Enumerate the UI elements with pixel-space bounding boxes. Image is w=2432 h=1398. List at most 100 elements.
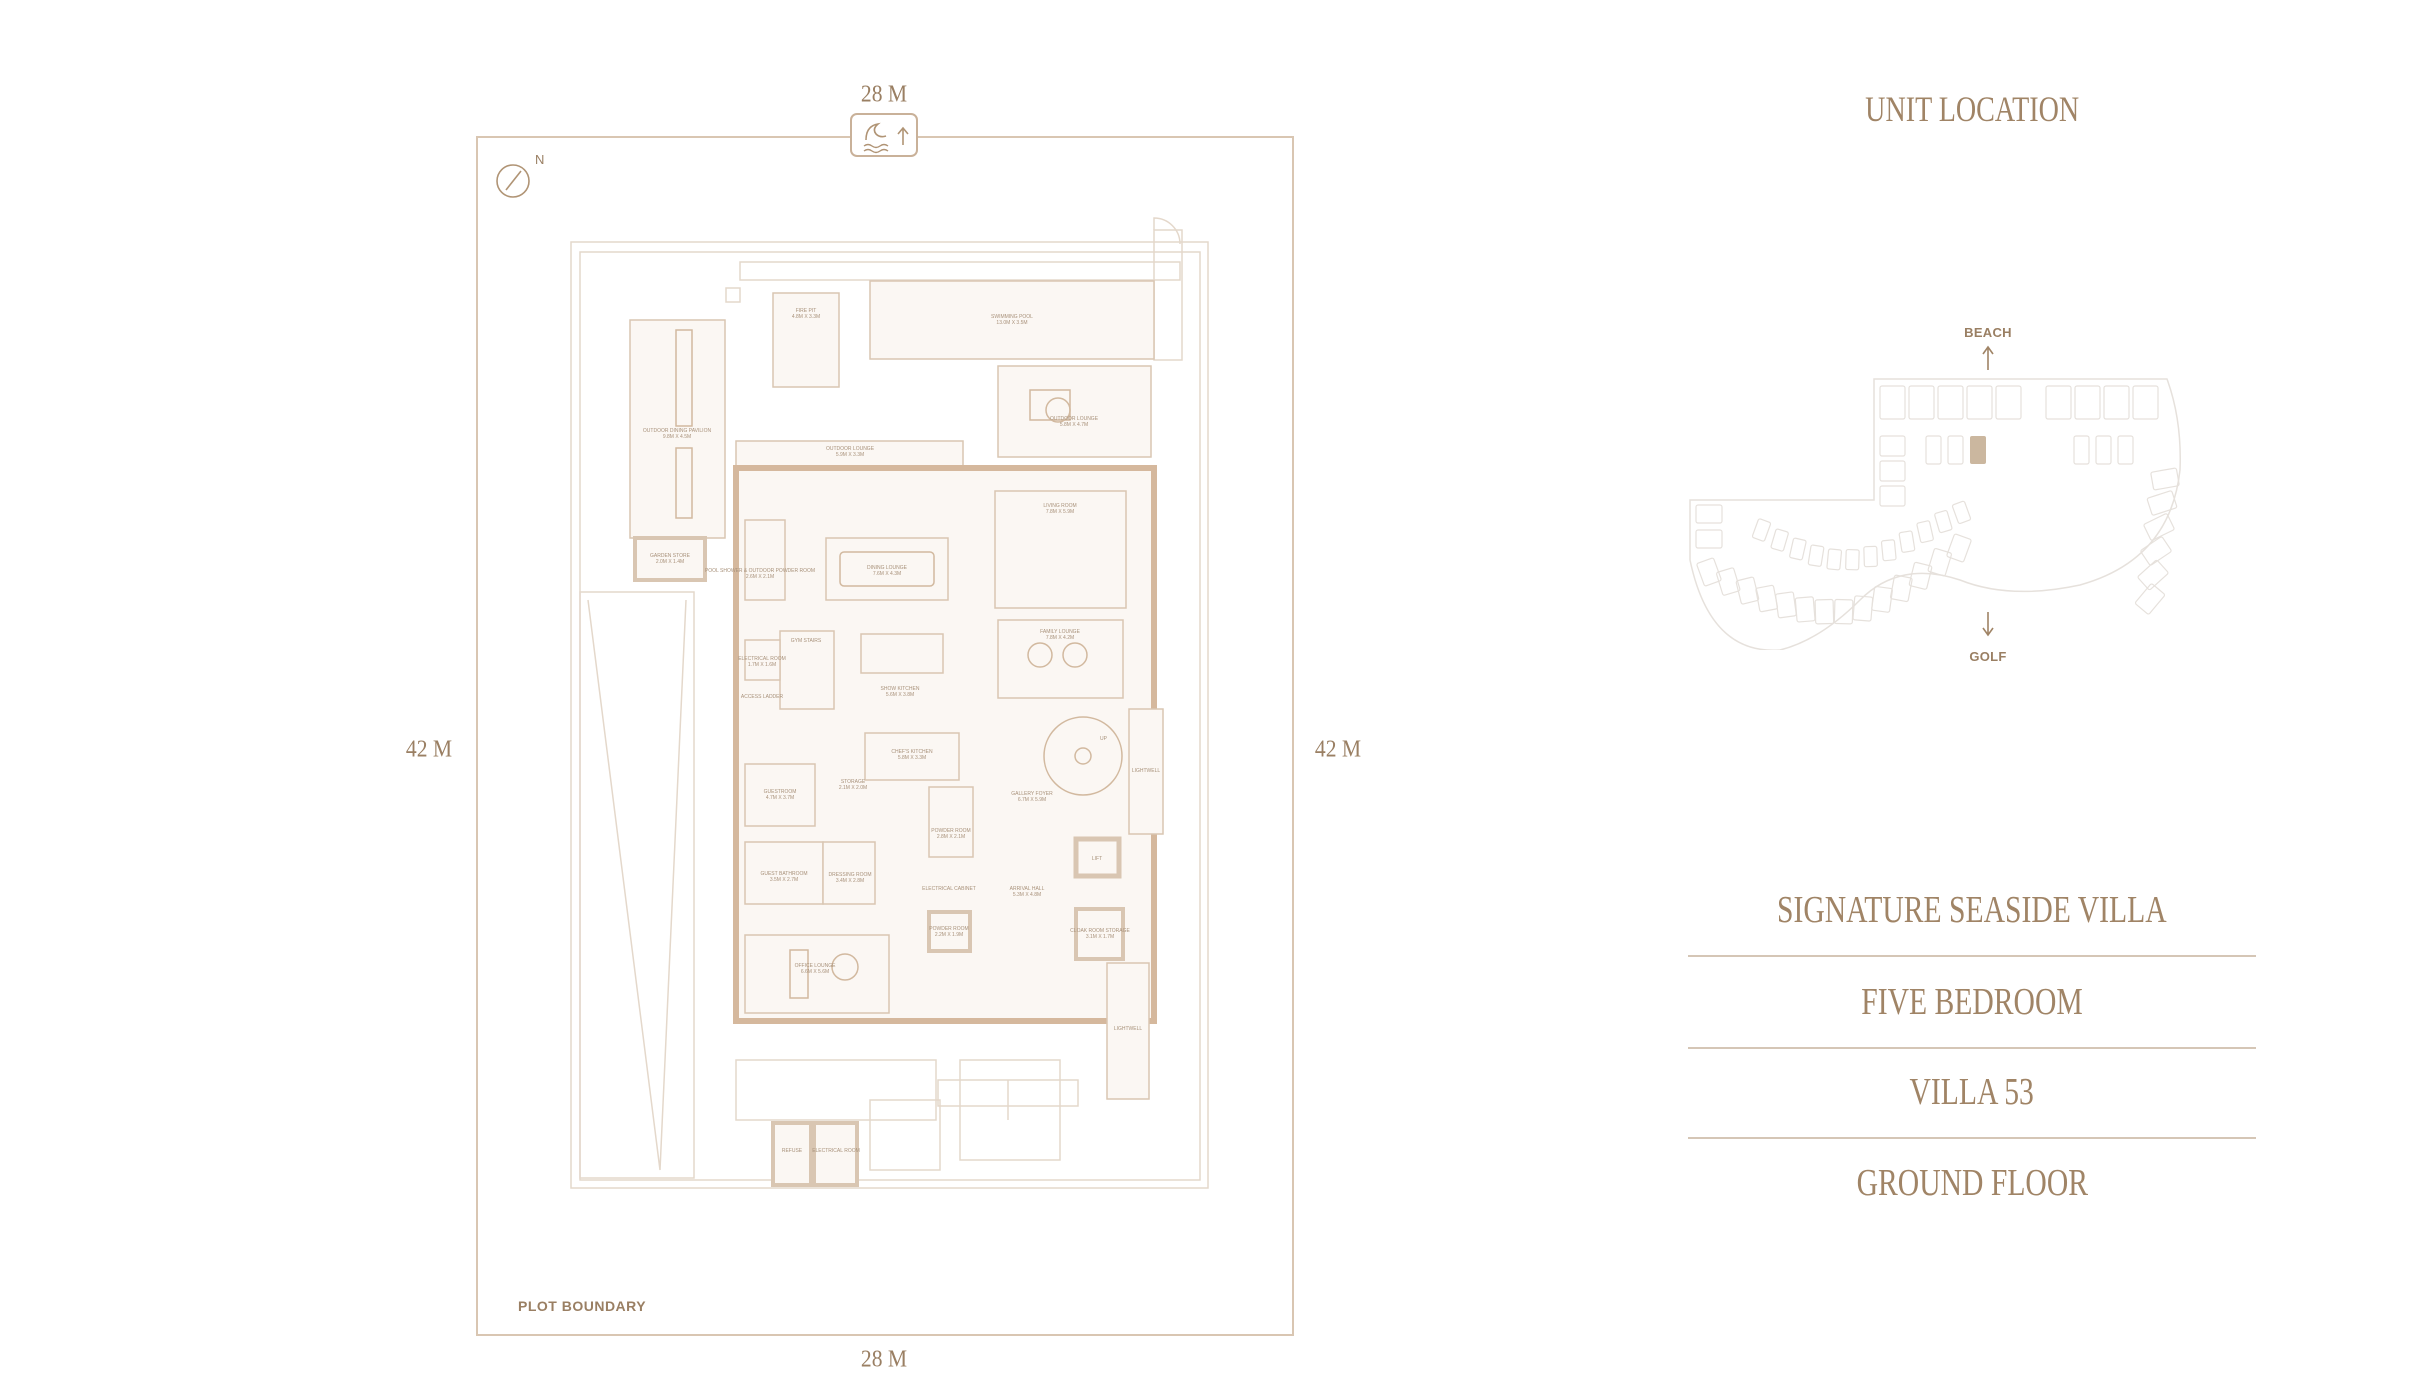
site-unit xyxy=(1880,539,1897,562)
site-map-outline xyxy=(1689,378,2181,650)
room-name: OFFICE LOUNGE xyxy=(795,963,837,969)
site-unit xyxy=(1889,574,1913,603)
room-size: 3.5M X 2.7M xyxy=(770,877,798,883)
site-unit xyxy=(1871,585,1893,613)
room-size: 4.7M X 3.7M xyxy=(766,795,794,801)
site-unit xyxy=(1814,598,1835,625)
room-size: 3.1M X 1.7M xyxy=(1086,934,1114,940)
site-unit xyxy=(1934,510,1953,534)
room-name: FAMILY LOUNGE xyxy=(1040,629,1080,635)
room-name: GUESTROOM xyxy=(764,789,797,795)
room-name: CLOAK ROOM STORAGE xyxy=(1070,928,1130,934)
room-name: ELECTRICAL ROOM xyxy=(738,656,786,662)
villa-number: VILLA 53 xyxy=(1688,1070,2256,1114)
room-size: 7.6M X 4.3M xyxy=(873,571,901,577)
site-unit xyxy=(1751,518,1772,542)
room-name: POOL SHOWER & OUTDOOR POWDER ROOM xyxy=(705,568,815,574)
room-name: SHOW KITCHEN xyxy=(881,686,920,692)
floor-level-text: GROUND FLOOR xyxy=(1856,1162,2088,1204)
site-unit xyxy=(1695,529,1723,549)
room-label: ACCESS LADDER xyxy=(741,694,784,700)
room-name: CHEF'S KITCHEN xyxy=(891,749,933,755)
floor-level: GROUND FLOOR xyxy=(1688,1161,2256,1205)
room-label: LIFT xyxy=(1092,856,1102,862)
divider xyxy=(1688,955,2256,957)
room-name: LIGHTWELL xyxy=(1132,768,1161,774)
site-map xyxy=(1689,345,2181,650)
room-label: LIGHTWELL xyxy=(1114,1026,1143,1032)
room-size: 2.2M X 1.9M xyxy=(935,932,963,938)
site-unit xyxy=(1845,548,1860,571)
room-size: 5.3M X 4.8M xyxy=(1013,892,1041,898)
arrow-up-icon xyxy=(1982,345,1994,370)
north-label: N xyxy=(535,152,544,167)
site-unit xyxy=(1908,561,1933,590)
site-unit xyxy=(1695,504,1723,524)
room-name: OUTDOOR LOUNGE xyxy=(1050,416,1099,422)
villa-type: SIGNATURE SEASIDE VILLA xyxy=(1688,888,2256,932)
room-name: POWDER ROOM xyxy=(929,926,968,932)
room-name: OUTDOOR LOUNGE xyxy=(826,446,875,452)
villa-number-text: VILLA 53 xyxy=(1909,1071,2035,1113)
site-unit xyxy=(2073,435,2090,465)
room-name: GYM STAIRS xyxy=(791,638,822,644)
divider xyxy=(1688,1047,2256,1049)
arrow-down-icon xyxy=(1982,612,1994,637)
site-unit xyxy=(2045,385,2072,420)
room-name: GARDEN STORE xyxy=(650,553,691,559)
room-name: DINING LOUNGE xyxy=(867,565,908,571)
bedroom-count: FIVE BEDROOM xyxy=(1688,980,2256,1024)
site-unit xyxy=(1696,557,1722,587)
divider xyxy=(1688,1137,2256,1139)
site-unit xyxy=(1995,385,2022,420)
site-unit xyxy=(2150,467,2180,491)
room-name: DRESSING ROOM xyxy=(828,872,871,878)
stair-up-label: UP xyxy=(1100,736,1108,742)
unit-location-title: UNIT LOCATION xyxy=(1688,88,2256,130)
room-label: LIGHTWELL xyxy=(1132,768,1161,774)
room-size: 5.8M X 3.3M xyxy=(898,755,926,761)
bedroom-count-text: FIVE BEDROOM xyxy=(1861,981,2083,1023)
site-unit xyxy=(2103,385,2130,420)
room-size: 1.7M X 1.6M xyxy=(748,662,776,668)
room-name: STORAGE xyxy=(841,779,866,785)
site-unit xyxy=(2146,490,2178,516)
site-unit xyxy=(2140,536,2172,566)
room-size: 4.8M X 3.3M xyxy=(792,314,820,320)
site-unit xyxy=(2074,385,2101,420)
site-unit xyxy=(1852,595,1874,622)
site-outlines xyxy=(570,217,1209,1189)
site-unit xyxy=(1925,435,1942,465)
room-name: SWIMMING POOL xyxy=(991,314,1033,320)
dimension-bottom: 28 M xyxy=(860,1346,908,1373)
site-unit xyxy=(1794,596,1816,623)
site-unit xyxy=(1826,548,1843,571)
dimension-left: 42 M xyxy=(405,736,453,763)
room-size: 2.0M X 1.4M xyxy=(656,559,684,565)
room-label: REFUSE xyxy=(782,1148,803,1154)
room-size: 6.6M X 5.6M xyxy=(801,969,829,975)
site-unit xyxy=(2134,583,2166,615)
room-label: ELECTRICAL CABINET xyxy=(922,886,976,892)
room-size: 5.8M X 4.7M xyxy=(1060,422,1088,428)
room-name: GALLERY FOYER xyxy=(1011,791,1053,797)
floor-plan: N xyxy=(496,113,1209,1189)
site-unit xyxy=(1833,598,1854,625)
site-unit xyxy=(2143,513,2175,541)
site-unit xyxy=(1927,547,1952,577)
site-unit xyxy=(1770,528,1789,552)
